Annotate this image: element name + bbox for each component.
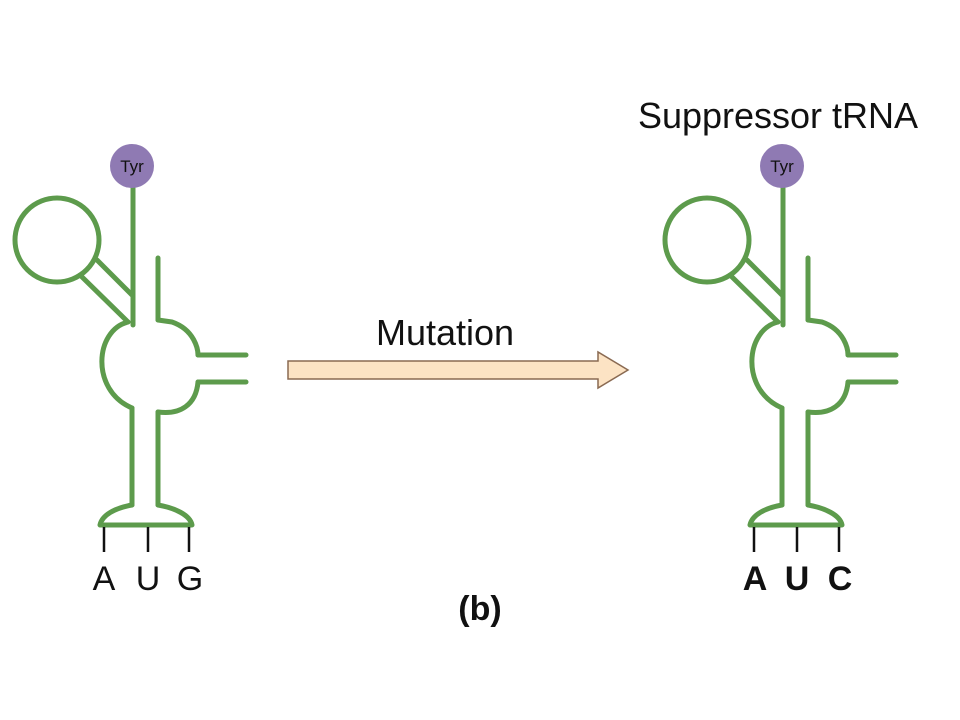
mutation-arrow bbox=[287, 350, 630, 390]
amino-acid-label: Tyr bbox=[120, 157, 144, 176]
amino-acid-circle bbox=[760, 144, 804, 188]
anticodon-base-3: G bbox=[177, 560, 203, 598]
original-trna: Tyr A U G bbox=[12, 144, 249, 598]
suppressor-trna-title: Suppressor tRNA bbox=[638, 95, 918, 136]
anticodon-base-1: A bbox=[93, 560, 116, 598]
trna-cloverleaf bbox=[662, 177, 899, 528]
mutation-arrow-group: Mutation bbox=[287, 312, 630, 390]
anticodon-ticks bbox=[102, 527, 191, 552]
anticodon-base-1: A bbox=[743, 560, 768, 598]
panel-label: (b) bbox=[458, 590, 501, 628]
amino-acid-circle bbox=[110, 144, 154, 188]
anticodon-base-2: U bbox=[136, 560, 161, 598]
trna-cloverleaf bbox=[12, 177, 249, 528]
anticodon-base-3: C bbox=[828, 560, 853, 598]
suppressor-trna: Suppressor tRNA Tyr A U C bbox=[638, 95, 918, 598]
anticodon-base-2: U bbox=[785, 560, 810, 598]
amino-acid-label: Tyr bbox=[770, 157, 794, 176]
anticodon-ticks bbox=[752, 527, 841, 552]
mutation-label: Mutation bbox=[376, 312, 514, 353]
